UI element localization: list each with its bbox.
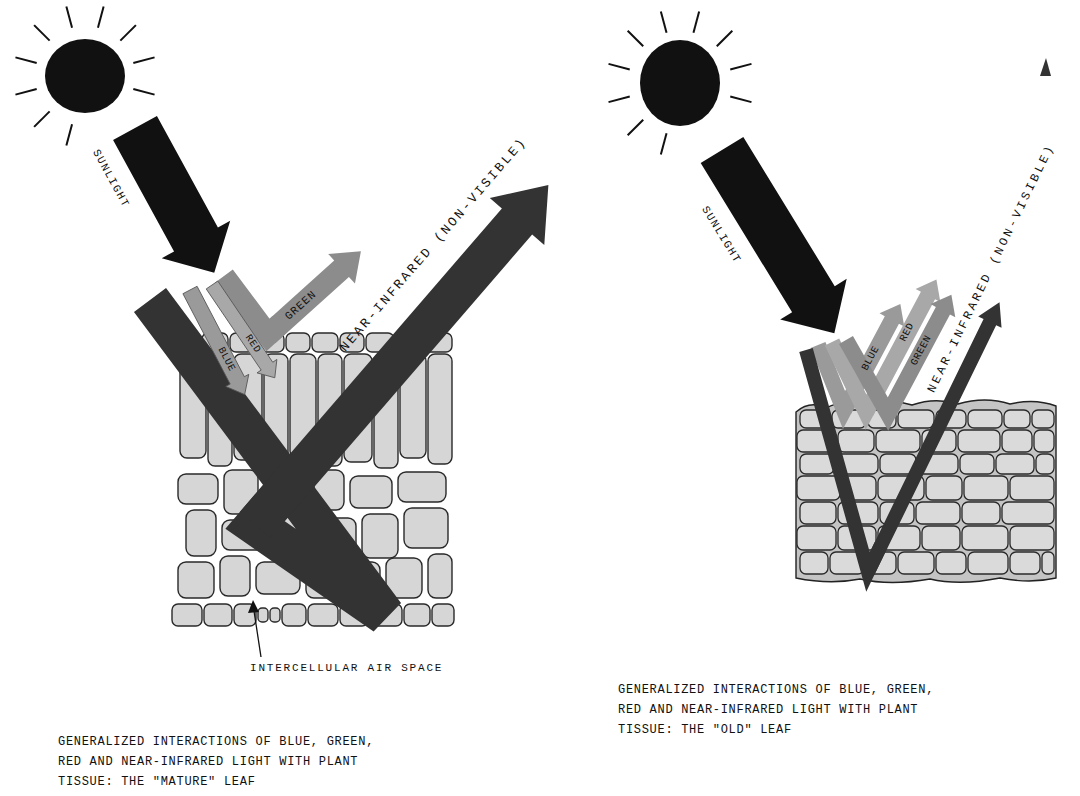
leaf-cell: [404, 604, 430, 626]
sun-ray: [98, 6, 104, 27]
leaf-cell: [800, 552, 828, 574]
sun-ray: [66, 6, 72, 27]
sun-ray: [15, 89, 36, 95]
arrow-label: RED: [242, 333, 263, 356]
sun-ray: [133, 57, 154, 63]
leaf-cell: [186, 510, 216, 556]
leaf-cell: [428, 354, 452, 464]
arrow-label: GREEN: [283, 288, 320, 323]
arrow-label: NEAR-INFRARED (NON-VISIBLE): [337, 134, 531, 355]
leaf-cell: [1032, 410, 1054, 428]
arrow-label: NEAR-INFRARED (NON-VISIBLE): [925, 141, 1058, 395]
leaf-cell: [1034, 430, 1054, 452]
near-infrared-band: [806, 350, 881, 572]
leaf-cell: [962, 526, 1008, 550]
leaf-cell: [797, 476, 840, 500]
leaf-cell: [432, 604, 454, 626]
leaf-cell: [312, 333, 338, 352]
leaf-cell: [398, 472, 446, 502]
near-infrared-arrow: [228, 162, 576, 549]
leaf-cell: [204, 604, 232, 626]
leaf-cell: [968, 552, 1008, 574]
figure-caption: GENERALIZED INTERACTIONS OF BLUE, GREEN,…: [618, 680, 958, 740]
sun-ray: [15, 57, 36, 63]
leaf-cell: [282, 604, 306, 626]
sun-ray: [661, 133, 667, 154]
leaf-cell: [220, 556, 250, 596]
leaf-cell: [286, 333, 310, 352]
sun-ray: [66, 124, 72, 145]
leaf-cell: [350, 476, 392, 508]
sun-rays: [15, 6, 154, 145]
arrow-label: BLUE: [860, 344, 883, 373]
leaf-cell: [404, 508, 448, 548]
leaf-cell: [172, 604, 202, 626]
leaf-cell: [362, 514, 398, 558]
sun-ray: [693, 12, 699, 33]
arrow-label: RED: [898, 321, 918, 344]
leaf-cell: [1002, 502, 1054, 524]
leaf-cell: [936, 552, 966, 574]
leaf-cell: [178, 474, 218, 504]
guard-cell: [258, 608, 268, 622]
sun-ray: [133, 89, 154, 95]
arrow-label: SUNLIGHT: [89, 147, 132, 210]
leaf-cell: [962, 502, 1000, 524]
leaf-cell: [178, 562, 214, 598]
leaf-cell: [964, 476, 1008, 500]
leaf-cell: [1036, 454, 1054, 474]
old-leaf-outline: [796, 400, 1056, 583]
sun-ray: [628, 31, 644, 47]
sun-ray: [661, 12, 667, 33]
sun-ray: [628, 120, 644, 136]
leader-arrowhead: [248, 600, 259, 613]
leaf-cell: [1042, 552, 1054, 574]
leaf-cell: [898, 410, 934, 428]
sun-ray: [34, 111, 50, 127]
sun-rays: [609, 12, 752, 155]
leaf-cell: [1004, 410, 1030, 428]
leaf-cell: [1010, 476, 1054, 500]
leaf-cell: [797, 526, 836, 550]
leaf-cell: [1010, 552, 1040, 574]
sun-ray: [717, 31, 733, 47]
leaf-cell: [960, 454, 994, 474]
leaf-cell: [968, 410, 1002, 428]
leaf-cell: [1010, 526, 1054, 550]
figure-caption: GENERALIZED INTERACTIONS OF BLUE, GREEN,…: [58, 732, 398, 792]
leaf-cell: [308, 604, 338, 626]
sun-ray: [609, 96, 630, 102]
sun-ray: [120, 25, 136, 41]
leaf-cell: [876, 430, 920, 452]
arrow-fragment: [1040, 58, 1051, 76]
part-label: INTERCELLULAR AIR SPACE: [250, 662, 443, 675]
leaf-cell: [958, 430, 1000, 452]
sun-ray: [730, 64, 751, 70]
sun-ray: [730, 96, 751, 102]
sun: [45, 39, 125, 113]
arrow-label: SUNLIGHT: [698, 204, 743, 266]
near-infrared-arrow: [856, 297, 1011, 578]
guard-cell: [270, 608, 280, 622]
leaf-cell: [428, 554, 452, 598]
sun: [640, 40, 720, 126]
arrow-label: BLUE: [215, 345, 238, 374]
leader-line: [254, 611, 261, 657]
leaf-cell: [1002, 430, 1032, 452]
leaf-cell: [922, 526, 960, 550]
leaf-cell: [916, 502, 960, 524]
leaf-cell: [800, 502, 836, 524]
sunlight-arrow: [689, 130, 868, 354]
sun-ray: [609, 64, 630, 70]
sun-ray: [34, 25, 50, 41]
leaf-cell: [838, 430, 874, 452]
leaf-cell: [996, 454, 1034, 474]
arrow-label: GREEN: [909, 333, 935, 367]
red-arrow: [202, 278, 285, 384]
leaf-cell: [898, 552, 934, 574]
leaf-cell: [926, 476, 962, 500]
